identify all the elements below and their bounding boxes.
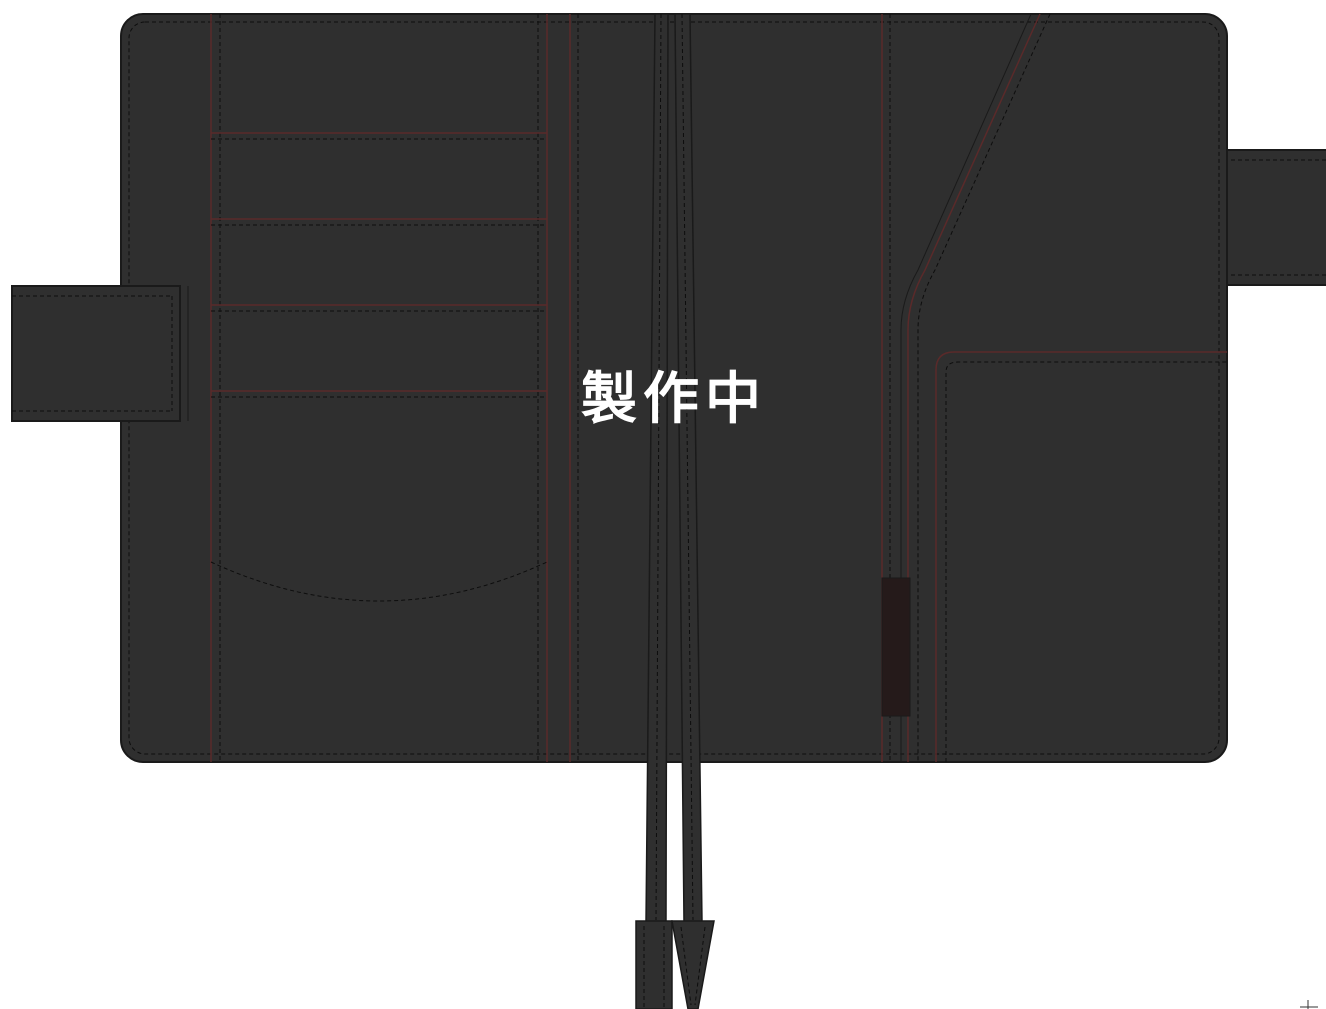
- right-pocket: [881, 13, 1227, 762]
- card-pockets: [210, 14, 548, 762]
- status-label: 製作中: [581, 367, 767, 432]
- bookmark-ribbon-icon: [635, 13, 715, 1009]
- left-closure-tab: [11, 285, 189, 422]
- crop-mark: [1300, 1000, 1318, 1009]
